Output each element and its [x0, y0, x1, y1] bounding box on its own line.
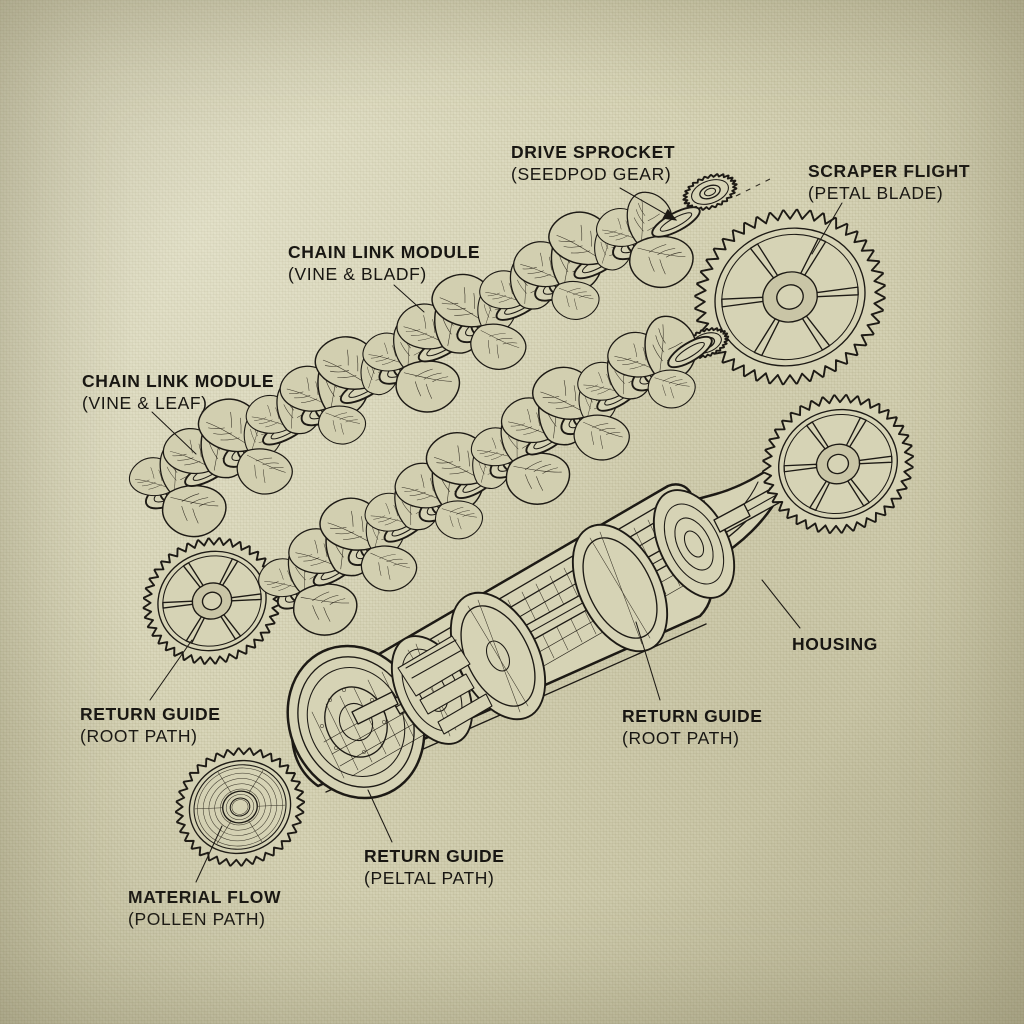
label-return-guide-petal: RETURN GUIDE(PELTAL PATH) [364, 845, 505, 890]
leader-chain-link-module-left [151, 411, 197, 455]
leader-housing [761, 579, 801, 629]
internal-gear-3 [571, 523, 669, 653]
chain-chain-upper [123, 186, 701, 550]
label-title: HOUSING [792, 634, 878, 654]
leader-drive-sprocket [619, 187, 678, 221]
leader-chain-link-module-upper [393, 284, 425, 313]
gear-gear-lower-left [174, 747, 306, 867]
housing-mechanism-block [397, 635, 493, 735]
label-title: SCRAPER FLIGHT [808, 161, 971, 181]
leader-return-guide-root-left [149, 639, 193, 701]
label-drive-sprocket: DRIVE SPROCKET(SEEDPOD GEAR) [511, 141, 675, 186]
label-subtitle: (ROOT PATH) [80, 726, 198, 747]
leader-material-flow [195, 825, 223, 883]
label-housing: HOUSING [792, 633, 878, 655]
internal-gear-4 [652, 489, 751, 599]
gear-gear-left-mid [142, 537, 282, 665]
chain-link-components [123, 186, 713, 648]
label-subtitle: (SEEDPOD GEAR) [511, 164, 672, 185]
housing-endcap-detail [320, 686, 399, 758]
label-title: DRIVE SPROCKET [511, 142, 676, 162]
label-subtitle: (VINE & LEAF) [82, 393, 208, 414]
chain-chain-lower [252, 309, 713, 648]
leader-return-guide-root-right [635, 621, 661, 701]
gear-gear-right-mid [762, 394, 914, 534]
sprocket-sprocket-upper [682, 173, 738, 211]
label-title: RETURN GUIDE [80, 704, 221, 724]
label-title: RETURN GUIDE [364, 846, 505, 866]
label-subtitle: (ROOT PATH) [622, 728, 740, 749]
label-chain-link-module-upper: CHAIN LINK MODULE(VINE & BLADF) [288, 241, 480, 286]
label-scraper-flight: SCRAPER FLIGHT(PETAL BLADE) [808, 160, 970, 205]
label-chain-link-module-left: CHAIN LINK MODULE(VINE & LEAF) [82, 370, 274, 415]
label-subtitle: (PELTAL PATH) [364, 868, 495, 889]
label-title: CHAIN LINK MODULE [82, 371, 275, 391]
label-title: RETURN GUIDE [622, 706, 763, 726]
leader-lines [149, 187, 843, 883]
label-title: CHAIN LINK MODULE [288, 242, 481, 262]
label-subtitle: (VINE & BLADF) [288, 264, 427, 285]
internal-gear-2 [449, 591, 547, 721]
label-title: MATERIAL FLOW [128, 887, 282, 907]
gear-gear-upper-right [694, 208, 886, 386]
label-return-guide-root-left: RETURN GUIDE(ROOT PATH) [80, 703, 221, 748]
label-subtitle: (POLLEN PATH) [128, 909, 266, 930]
label-material-flow: MATERIAL FLOW(POLLEN PATH) [128, 886, 281, 931]
leader-return-guide-petal [367, 789, 393, 843]
leader-scraper-flight [811, 202, 843, 255]
label-return-guide-root-right: RETURN GUIDE(ROOT PATH) [622, 705, 763, 750]
gear-components [142, 208, 914, 867]
label-subtitle: (PETAL BLADE) [808, 183, 944, 204]
